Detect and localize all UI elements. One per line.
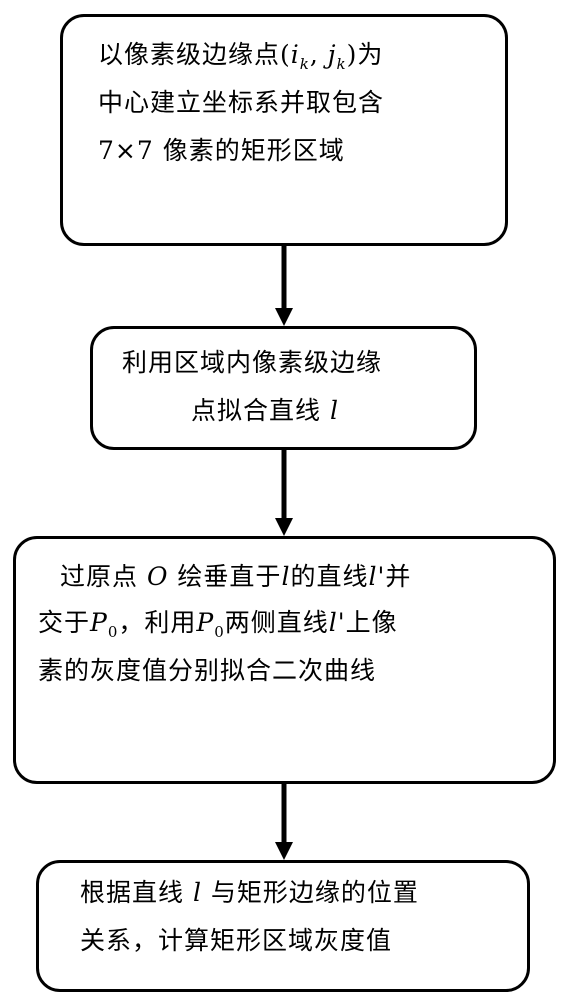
step-1-num-a: 7 (98, 136, 115, 165)
step-1-line-1: 以像素级边缘点(ik, jk)为 (98, 38, 383, 81)
step-4-box (36, 860, 530, 992)
arrow-2-to-3 (275, 450, 293, 536)
step-1-paren-open: ( (280, 40, 291, 69)
step-3-sub-0-2: 0 (214, 623, 225, 641)
step-2-var-l: l (329, 396, 339, 425)
step-1-text-d: 像素的矩形区域 (153, 136, 345, 165)
step-3-text-b: 绘垂直于 (177, 562, 282, 591)
step-4-line-1: 根据直线 l 与矩形边缘的位置 (80, 876, 419, 910)
step-2-line-1: 利用区域内像素级边缘 (122, 346, 382, 380)
step-4-var-l: l (192, 878, 202, 907)
step-1-times: × (114, 136, 137, 165)
step-3-text-g: 两侧直线 (224, 608, 329, 637)
arrow-1-to-2 (275, 246, 293, 326)
step-1-paren-close: ) (346, 40, 358, 69)
step-4-line-2: 关系，计算矩形区域灰度值 (80, 924, 392, 958)
step-2-line-2: 点拟合直线 l (191, 394, 339, 428)
step-3-text-d: 并 (385, 562, 412, 591)
step-3-box (13, 536, 556, 784)
step-3-text-f: ，利用 (118, 608, 197, 637)
step-3-text-c: 的直线 (290, 562, 369, 591)
step-3-text-e: 交于 (38, 608, 91, 637)
step-2-box (90, 326, 477, 450)
step-3-sub-0: 0 (107, 623, 119, 641)
step-2-text-a: 利用区域内像素级边缘 (122, 348, 383, 377)
step-3-text-h: 上像 (345, 608, 398, 637)
step-3-line-3: 素的灰度值分别拟合二次曲线 (38, 654, 376, 688)
step-1-line-2: 中心建立坐标系并取包含 (98, 86, 384, 120)
step-3-text-i: 素的灰度值分别拟合二次曲线 (38, 656, 377, 685)
step-3-line-2: 交于P0，利用P0两侧直线l'上像 (38, 606, 398, 649)
step-4-text-a: 根据直线 (80, 878, 185, 907)
step-1-text-c: 中心建立坐标系并取包含 (98, 88, 385, 117)
step-3-text-a: 过原点 (60, 562, 139, 591)
step-1-box (60, 14, 508, 246)
step-3-var-o: O (146, 562, 169, 591)
step-2-text-b: 点拟合直线 (191, 396, 322, 425)
step-3-var-lprime: l' (368, 562, 386, 591)
step-1-var-j: j (327, 40, 337, 69)
step-1-sub-k2: k (336, 55, 347, 73)
step-3-var-p: P (90, 608, 108, 637)
step-4-text-c: 关系，计算矩形区域灰度值 (80, 926, 393, 955)
step-3-var-lprime-2: l' (328, 608, 346, 637)
step-3-var-p-2: P (196, 608, 215, 637)
arrow-3-to-4 (275, 784, 293, 860)
step-3-line-1: 过原点 O 绘垂直于l的直线l'并 (60, 560, 411, 594)
step-1-num-b: 7 (136, 136, 154, 165)
step-1-sub-k1: k (299, 55, 310, 73)
step-1-comma: , (309, 40, 319, 69)
step-1-line-3: 7×7 像素的矩形区域 (98, 134, 345, 168)
step-1-var-i: i (290, 40, 300, 69)
step-4-text-b: 与矩形边缘的位置 (210, 878, 419, 907)
step-1-text-a: 以像素级边缘点 (98, 40, 281, 69)
step-3-var-l: l (281, 562, 291, 591)
step-1-text-b: 为 (357, 40, 384, 69)
